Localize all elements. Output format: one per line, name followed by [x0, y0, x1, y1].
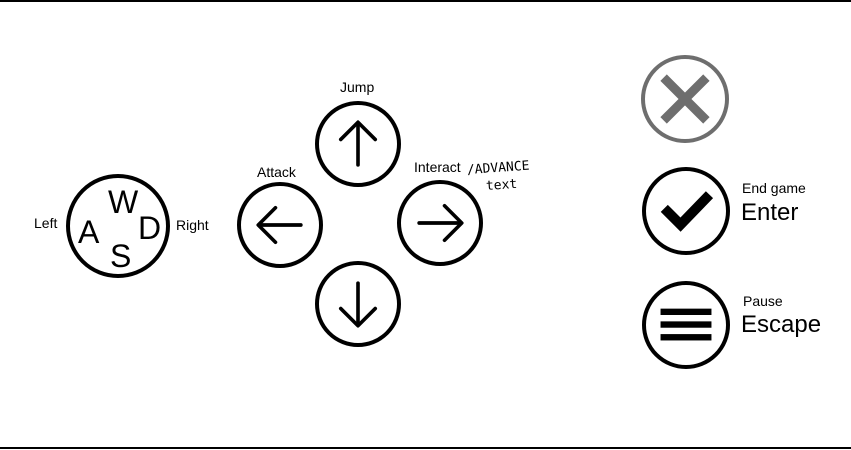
- wasd-s-key[interactable]: S: [110, 238, 132, 274]
- arrow-down-icon: [338, 281, 378, 328]
- arrow-right-button[interactable]: [397, 180, 483, 266]
- pause-label: Pause: [743, 293, 783, 309]
- pause-button[interactable]: [642, 281, 730, 369]
- attack-label: Attack: [257, 164, 296, 180]
- interact-label: Interact: [414, 159, 461, 175]
- arrow-up-button[interactable]: [315, 101, 401, 187]
- wasd-a-key[interactable]: A: [78, 214, 100, 250]
- wasd-key-cluster[interactable]: W A S D: [66, 174, 170, 278]
- wasd-d-key[interactable]: D: [138, 210, 162, 246]
- escape-key-label: Escape: [741, 311, 822, 338]
- arrow-up-icon: [338, 120, 378, 167]
- hamburger-menu-icon: [660, 308, 712, 341]
- arrow-left-icon: [256, 205, 303, 245]
- wasd-right-label: Right: [176, 217, 209, 233]
- close-button[interactable]: [641, 55, 729, 143]
- arrow-right-icon: [417, 203, 464, 243]
- arrow-down-button[interactable]: [315, 261, 401, 347]
- end-game-button[interactable]: [642, 167, 730, 255]
- wasd-left-label: Left: [34, 215, 58, 231]
- advance-note-text: text: [485, 176, 518, 194]
- advance-note: /ADVANCE: [466, 158, 530, 178]
- enter-key-label: Enter: [741, 199, 799, 226]
- bottom-border: [0, 447, 851, 449]
- arrow-left-button[interactable]: [237, 182, 323, 268]
- close-icon: [660, 74, 710, 124]
- jump-label: Jump: [340, 79, 375, 95]
- end-game-label: End game: [742, 180, 806, 196]
- checkmark-icon: [660, 191, 714, 232]
- wasd-w-key[interactable]: W: [108, 184, 139, 220]
- top-border: [0, 0, 851, 2]
